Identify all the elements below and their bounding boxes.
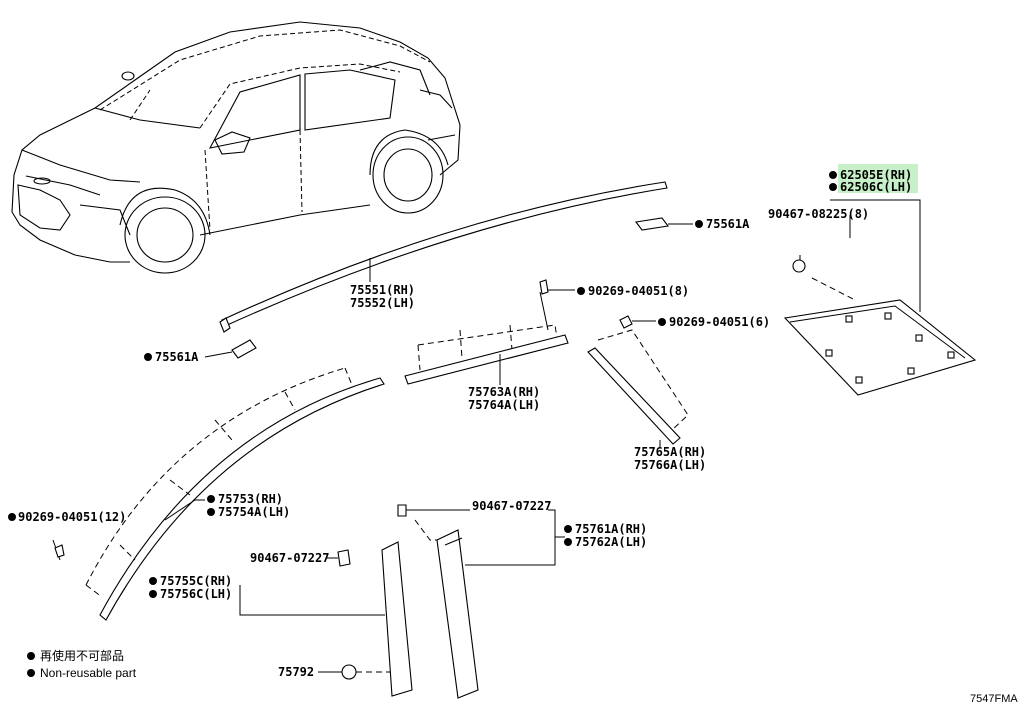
- label-62506C[interactable]: 62506C(LH): [829, 180, 912, 194]
- highlight-62505E: [838, 164, 918, 193]
- svg-text:75561A: 75561A: [706, 217, 750, 231]
- part-75792: [318, 664, 390, 680]
- clip-75561A-right: [635, 217, 693, 231]
- svg-text:75754A(LH): 75754A(LH): [218, 505, 290, 519]
- label-75761A[interactable]: 75761A(RH): [564, 522, 647, 536]
- moulding-75763A: [404, 279, 575, 385]
- svg-text:75756C(LH): 75756C(LH): [160, 587, 232, 601]
- svg-text:90269-04051(8): 90269-04051(8): [588, 284, 689, 298]
- svg-text:75561A: 75561A: [155, 350, 199, 364]
- svg-text:62506C(LH): 62506C(LH): [840, 180, 912, 194]
- pillar-75761A: [397, 504, 565, 699]
- label-75561A-right[interactable]: 75561A: [695, 217, 750, 231]
- legend-line-jp: 再使用不可部品: [40, 648, 124, 663]
- figure-code: 7547FMA: [970, 693, 1018, 705]
- roof-moulding-75551: [219, 181, 668, 333]
- label-75763A[interactable]: 75763A(RH): [468, 385, 540, 399]
- label-75766A[interactable]: 75766A(LH): [634, 458, 706, 472]
- label-75552[interactable]: 75552(LH): [350, 296, 415, 310]
- label-90467-07227-left[interactable]: 90467-07227: [250, 551, 329, 565]
- svg-text:75761A(RH): 75761A(RH): [575, 522, 647, 536]
- moulding-75765A: [587, 315, 689, 448]
- label-90467-07227-right[interactable]: 90467-07227: [472, 499, 551, 513]
- moulding-75753: [52, 367, 385, 621]
- svg-text:75762A(LH): 75762A(LH): [575, 535, 647, 549]
- label-75765A[interactable]: 75765A(RH): [634, 445, 706, 459]
- label-75792[interactable]: 75792: [278, 665, 314, 679]
- vehicle-illustration: [11, 21, 461, 274]
- label-75755C[interactable]: 75755C(RH): [149, 574, 232, 588]
- label-90269-04051-8[interactable]: 90269-04051(8): [577, 284, 689, 298]
- label-75754A[interactable]: 75754A(LH): [207, 505, 290, 519]
- label-75551[interactable]: 75551(RH): [350, 283, 415, 297]
- label-75756C[interactable]: 75756C(LH): [149, 587, 232, 601]
- quarter-panel-62505E: [783, 199, 977, 396]
- label-90269-04051-6[interactable]: 90269-04051(6): [658, 315, 770, 329]
- label-75561A-left[interactable]: 75561A: [144, 350, 199, 364]
- label-90467-08225[interactable]: 90467-08225(8): [768, 207, 869, 221]
- legend-bullet-icon: [27, 652, 35, 660]
- svg-text:62505E(RH): 62505E(RH): [840, 168, 912, 182]
- label-90269-04051-12[interactable]: 90269-04051(12): [8, 510, 126, 524]
- clip-75561A-left: [204, 339, 257, 359]
- legend-bullet-icon: [27, 669, 35, 677]
- svg-text:75755C(RH): 75755C(RH): [160, 574, 232, 588]
- legend-line-en: Non-reusable part: [40, 666, 137, 680]
- svg-text:90269-04051(12): 90269-04051(12): [18, 510, 126, 524]
- svg-text:90269-04051(6): 90269-04051(6): [669, 315, 770, 329]
- pillar-75755C: [239, 541, 413, 697]
- legend: 再使用不可部品 Non-reusable part: [27, 648, 137, 680]
- label-75753[interactable]: 75753(RH): [207, 492, 283, 506]
- label-62505E[interactable]: 62505E(RH): [829, 168, 912, 182]
- label-75764A[interactable]: 75764A(LH): [468, 398, 540, 412]
- label-75762A[interactable]: 75762A(LH): [564, 535, 647, 549]
- svg-text:75753(RH): 75753(RH): [218, 492, 283, 506]
